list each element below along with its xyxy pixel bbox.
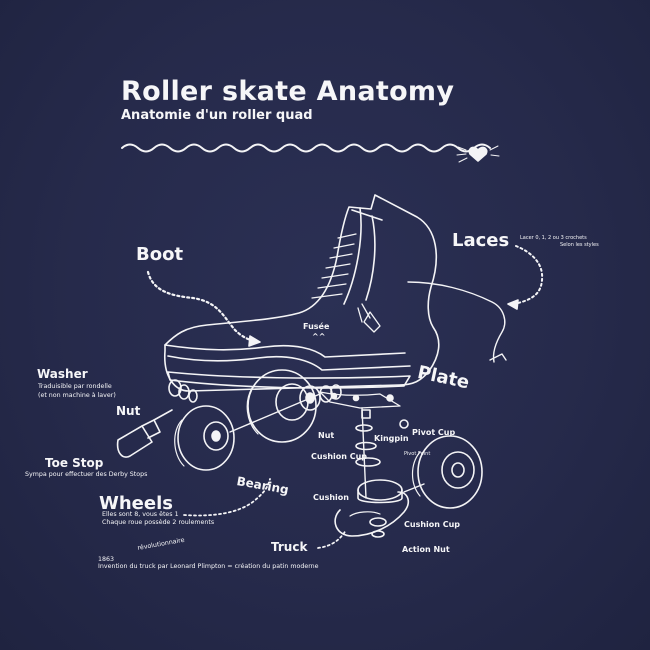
truck-arrow (317, 529, 347, 549)
laces-arrow (513, 245, 544, 305)
label-action-nut: Action Nut (402, 545, 450, 554)
boot-arrow (146, 270, 259, 344)
history-year: 1863 (98, 556, 115, 563)
wheel-front-left (174, 405, 235, 471)
label-cushion: Cushion (313, 493, 349, 502)
label-pivot-cup: Pivot Cup (412, 428, 456, 437)
boot-outline (164, 194, 507, 392)
wheels-note-line2: Chaque roue possède 2 roulements (102, 519, 215, 526)
wheel-front-right (246, 369, 321, 443)
laces-note-line2: Selon les styles (560, 242, 599, 248)
label-laces: Laces (452, 230, 510, 251)
boot-arrow-head (248, 335, 261, 347)
wheel-rear (411, 435, 483, 509)
toe-stop (116, 409, 173, 458)
label-truck: Truck (271, 540, 308, 554)
page-subtitle: Anatomie d'un roller quad (121, 108, 313, 123)
label-wheels: Wheels (99, 493, 173, 514)
label-pivot-point: Pivot Point (404, 451, 431, 457)
toe-stop-note: Sympa pour effectuer des Derby Stops (25, 471, 148, 478)
truck-body (334, 479, 425, 538)
laces-arrow-head (507, 299, 519, 310)
label-toe-stop: Toe Stop (45, 456, 104, 470)
label-nut-center: Nut (318, 431, 335, 440)
label-kingpin: Kingpin (374, 434, 409, 443)
label-fusee: Fusée (303, 322, 330, 331)
laces-note-line1: Lacer 0, 1, 2 ou 3 crochets (520, 235, 587, 241)
washer-note-line1: Traduisible par rondelle (38, 383, 112, 390)
label-cushion-cup-bottom: Cushion Cup (404, 520, 461, 529)
label-nut-left: Nut (116, 404, 141, 418)
heart-icon (456, 145, 500, 163)
history-note: Invention du truck par Leonard Plimpton … (98, 563, 319, 570)
label-washer: Washer (37, 367, 88, 381)
plate-outline (167, 371, 411, 409)
wheels-note-line1: Elles sont 8, vous êtes 1 (102, 511, 179, 518)
label-cushion-cup-top: Cushion Cup (311, 452, 368, 461)
wave-divider (121, 143, 491, 153)
label-boot: Boot (136, 244, 184, 265)
page-title: Roller skate Anatomy (121, 76, 455, 107)
washer-note-line2: (et non machine à laver) (38, 392, 116, 399)
wheels-arrow (183, 478, 271, 517)
washer-stack (168, 379, 198, 403)
fusee-mark: ^^ (312, 332, 326, 341)
bearing-stack (229, 384, 342, 433)
